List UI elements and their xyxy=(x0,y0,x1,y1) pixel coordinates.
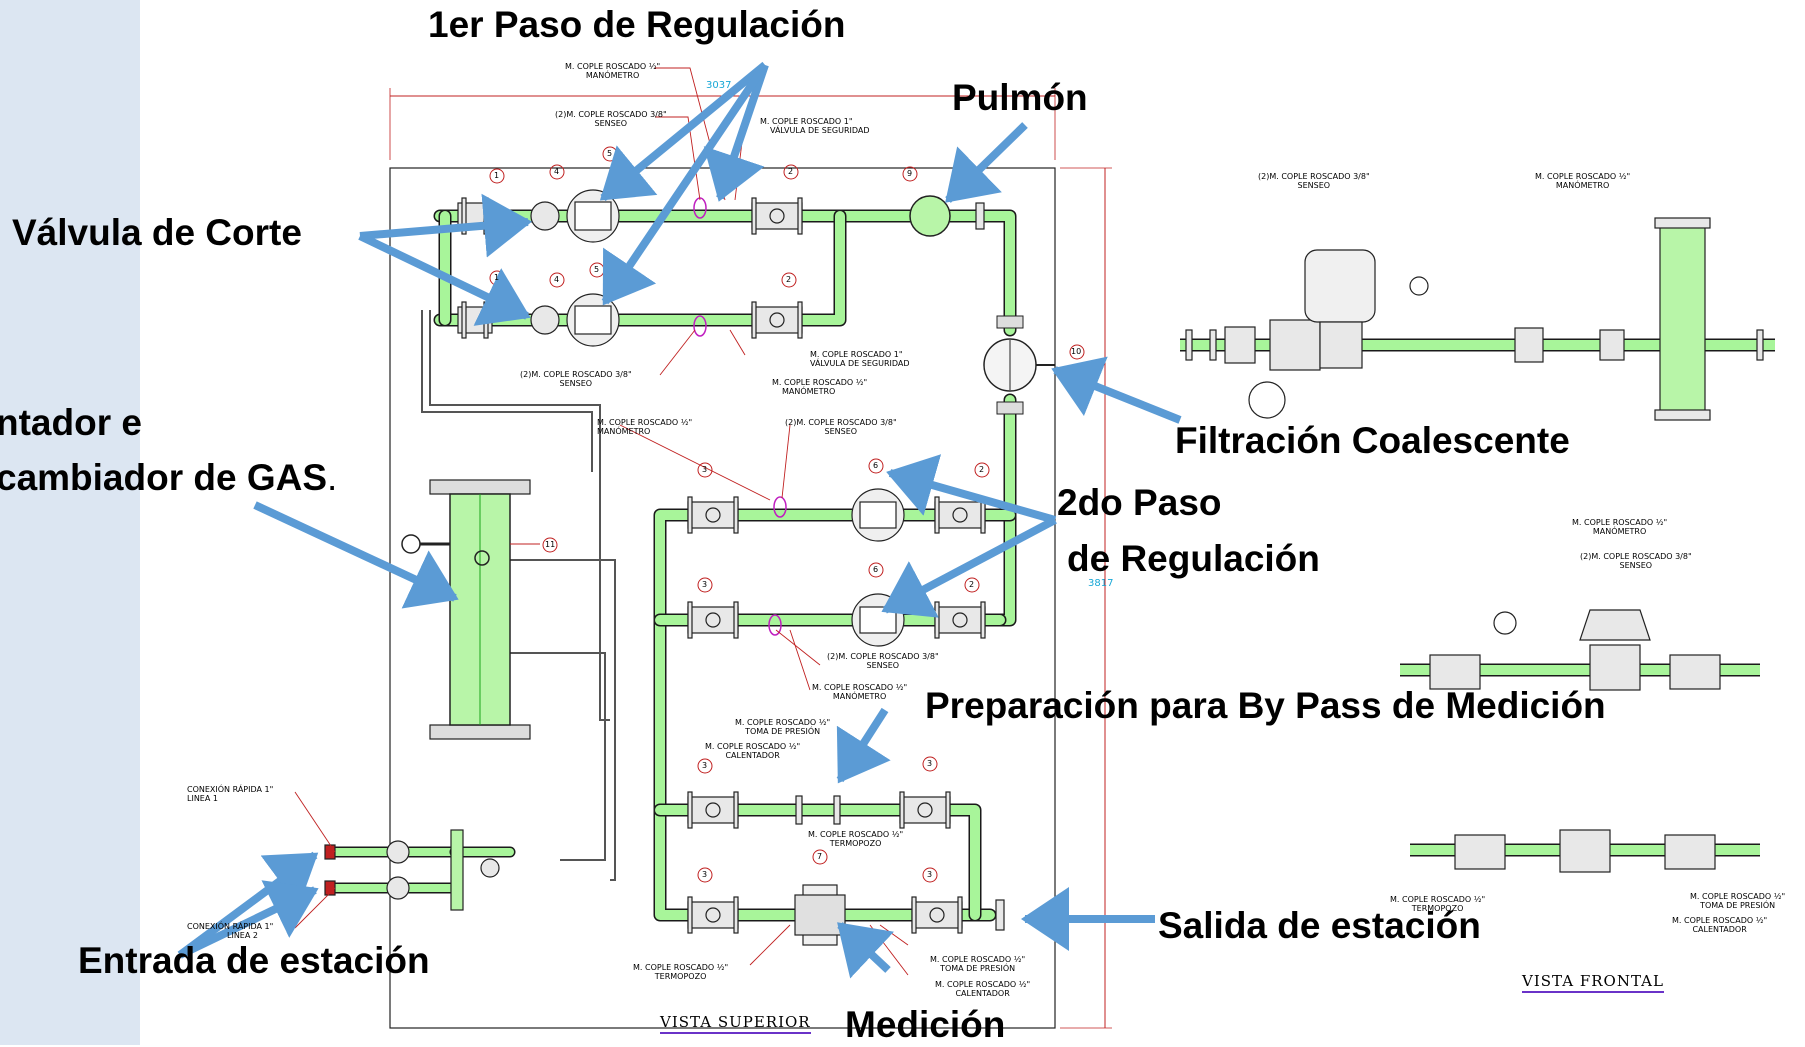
callout-filtracion: Filtración Coalescente xyxy=(1175,420,1570,461)
note-termopozo-2: M. COPLE ROSCADO ½"TERMOPOZO xyxy=(633,963,729,982)
note-termopozo-1: M. COPLE ROSCADO ½"TERMOPOZO xyxy=(808,830,904,849)
note-conexion-linea2: CONEXIÓN RÁPIDA 1"LINEA 2 xyxy=(187,922,274,941)
front-note-toma-presion: M. COPLE ROSCADO ½"TOMA DE PRESIÓN xyxy=(1690,892,1786,911)
balloon-7: 7 xyxy=(817,852,823,861)
note-manometro-4: M. COPLE ROSCADO ½"MANÓMETRO xyxy=(812,683,908,702)
balloon-2d: 2 xyxy=(969,580,975,589)
callout-segundo-paso-2: de Regulación xyxy=(1067,538,1320,579)
note-toma-presion-1: M. COPLE ROSCADO ½"TOMA DE PRESIÓN xyxy=(735,718,831,737)
balloon-3d: 3 xyxy=(927,759,933,768)
balloon-3c: 3 xyxy=(702,761,708,770)
balloon-10: 10 xyxy=(1071,347,1082,356)
note-senseo-3: (2)M. COPLE ROSCADO 3/8"SENSEO xyxy=(785,418,897,437)
view-title-frontal: VISTA FRONTAL xyxy=(1522,972,1664,993)
balloon-1a: 1 xyxy=(494,171,500,180)
note-toma-presion-2: M. COPLE ROSCADO ½"TOMA DE PRESIÓN xyxy=(930,955,1026,974)
note-valvula-seguridad-1: M. COPLE ROSCADO 1"VÁLVULA DE SEGURIDAD xyxy=(760,117,870,136)
heater-exchanger xyxy=(401,479,540,740)
left-sidebar-band xyxy=(0,0,140,1045)
sensor-marks xyxy=(693,197,787,636)
front-note-manometro-2: M. COPLE ROSCADO ½"MANÓMETRO xyxy=(1572,518,1668,537)
front-note-senseo-2: (2)M. COPLE ROSCADO 3/8"SENSEO xyxy=(1580,552,1692,571)
balloon-11: 11 xyxy=(545,540,556,549)
balloon-3a: 3 xyxy=(702,465,708,474)
note-conexion-linea1: CONEXIÓN RÁPIDA 1"LINEA 1 xyxy=(187,785,274,804)
callout-medicion: Medición xyxy=(845,1004,1006,1045)
dimension-height: 3817 xyxy=(1088,578,1114,589)
dimension-width: 3037 xyxy=(706,80,732,91)
balloon-3f: 3 xyxy=(927,870,933,879)
callout-valvula-corte: Válvula de Corte xyxy=(12,212,302,253)
callout-segundo-paso-1: 2do Paso xyxy=(1057,482,1222,523)
calentador-period: . xyxy=(327,457,338,498)
balloon-2a: 2 xyxy=(788,167,794,176)
balloon-5a: 5 xyxy=(607,149,613,158)
note-senseo-2: (2)M. COPLE ROSCADO 3/8"SENSEO xyxy=(520,370,632,389)
callout-primer-paso: 1er Paso de Regulación xyxy=(428,4,846,45)
balloon-3b: 3 xyxy=(702,580,708,589)
callout-entrada: Entrada de estación xyxy=(78,940,430,981)
callout-bypass: Preparación para By Pass de Medición xyxy=(925,685,1606,726)
balloon-6b: 6 xyxy=(873,565,879,574)
note-manometro-2: M. COPLE ROSCADO ½"MANÓMETRO xyxy=(772,378,868,397)
balloon-2b: 2 xyxy=(786,275,792,284)
pulmon-vessel xyxy=(909,195,951,237)
calentador-text: cambiador de GAS xyxy=(0,457,328,498)
callout-calentador-line2: cambiador de GAS. xyxy=(0,457,337,500)
front-view-middle xyxy=(1400,609,1760,691)
balloon-3e: 3 xyxy=(702,870,708,879)
heater-loop-tube xyxy=(421,310,616,881)
front-note-senseo-1: (2)M. COPLE ROSCADO 3/8"SENSEO xyxy=(1258,172,1370,191)
balloon-9a: 9 xyxy=(907,169,913,178)
front-view-upper xyxy=(1180,217,1775,421)
callout-calentador-line1: ntador e xyxy=(0,402,142,443)
front-note-manometro-1: M. COPLE ROSCADO ½"MANÓMETRO xyxy=(1535,172,1631,191)
balloon-5b: 5 xyxy=(594,265,600,274)
view-title-superior: VISTA SUPERIOR xyxy=(660,1013,811,1034)
note-manometro-3: M. COPLE ROSCADO ½"MANÓMETRO xyxy=(597,418,693,437)
balloon-2c: 2 xyxy=(979,465,985,474)
note-calentador-1: M. COPLE ROSCADO ½"CALENTADOR xyxy=(705,742,801,761)
front-view-lower xyxy=(1410,829,1760,873)
balloon-1b: 1 xyxy=(494,273,500,282)
note-senseo-4: (2)M. COPLE ROSCADO 3/8"SENSEO xyxy=(827,652,939,671)
balloon-4b: 4 xyxy=(554,275,560,284)
front-note-calentador: M. COPLE ROSCADO ½"CALENTADOR xyxy=(1672,916,1768,935)
note-senseo-1: (2)M. COPLE ROSCADO 3/8"SENSEO xyxy=(555,110,667,129)
callout-salida: Salida de estación xyxy=(1158,905,1481,946)
callout-pulmon: Pulmón xyxy=(952,77,1088,118)
coalescent-filter xyxy=(983,315,1055,415)
note-manometro-1: M. COPLE ROSCADO ½"MANÓMETRO xyxy=(565,62,661,81)
balloon-6a: 6 xyxy=(873,461,879,470)
front-note-termopozo: M. COPLE ROSCADO ½"TERMOPOZO xyxy=(1390,895,1486,914)
callout-arrows xyxy=(177,61,1182,979)
balloon-4a: 4 xyxy=(554,167,560,176)
note-calentador-2: M. COPLE ROSCADO ½"CALENTADOR xyxy=(935,980,1031,999)
note-valvula-seguridad-2: M. COPLE ROSCADO 1"VÁLVULA DE SEGURIDAD xyxy=(810,350,910,369)
